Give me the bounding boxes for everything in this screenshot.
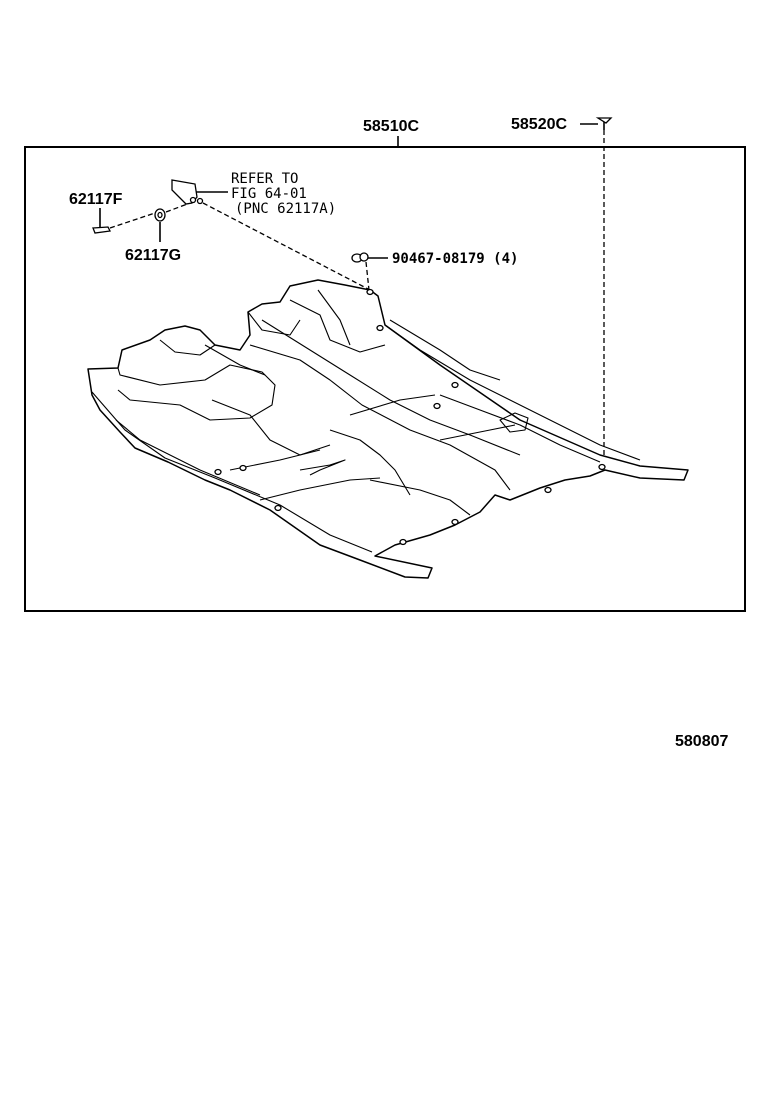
label-62117f: 62117F	[69, 191, 123, 208]
nut-icon	[351, 252, 369, 263]
reference-note-line3: (PNC 62117A)	[235, 201, 336, 217]
floor-carpet-illustration	[87, 279, 689, 579]
label-58510c: 58510C	[363, 118, 419, 135]
label-90467: 90467-08179 (4)	[392, 251, 518, 267]
reference-dashed-leader	[202, 202, 371, 291]
bracket-icon	[92, 226, 111, 234]
grommet-icon	[154, 208, 166, 222]
reference-part-icon	[171, 179, 204, 205]
label-62117g: 62117G	[125, 247, 181, 264]
bracket-dashed-leader	[109, 212, 156, 229]
label-58520c: 58520C	[511, 116, 567, 133]
reference-note-line2: FIG 64-01	[231, 186, 307, 202]
figure-id: 580807	[675, 733, 728, 750]
reference-note-line1: REFER TO	[231, 171, 298, 187]
clip-icon	[595, 117, 613, 130]
nut-dashed-leader	[365, 261, 370, 291]
diagram-frame	[24, 146, 746, 612]
grommet-dashed-leader	[165, 202, 191, 213]
